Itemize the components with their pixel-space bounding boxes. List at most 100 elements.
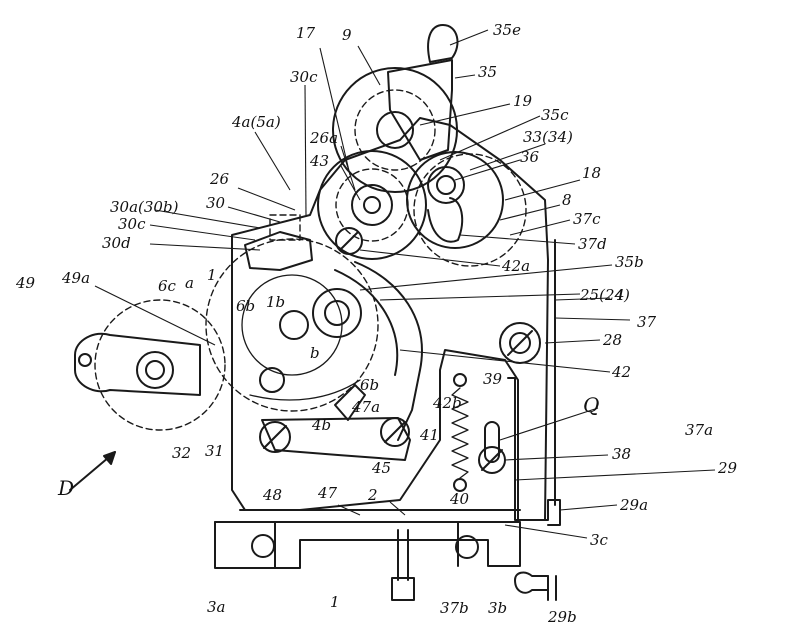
label-6c: 6c <box>158 277 177 295</box>
label-28: 28 <box>602 331 622 349</box>
label-26: 26 <box>209 170 230 188</box>
label-30d: 30d <box>102 234 131 252</box>
label-37d: 37d <box>578 235 607 253</box>
label-8: 8 <box>562 191 572 209</box>
label-40: 40 <box>449 490 470 508</box>
label-9: 9 <box>342 26 352 44</box>
screw-38-slot <box>481 449 503 471</box>
shaft-36 <box>427 166 465 204</box>
label-3b: 3b <box>488 599 507 617</box>
gear-17 <box>317 150 427 260</box>
label-36: 36 <box>520 148 540 166</box>
lever-35 <box>387 59 453 161</box>
pin-29b <box>514 571 549 594</box>
label-a: a <box>185 274 194 292</box>
screw-28-inner <box>509 332 531 354</box>
label-6b-mid: 6b <box>360 376 379 394</box>
label-32: 32 <box>172 444 191 462</box>
label-19: 19 <box>513 92 533 110</box>
spring-anchor-39 <box>453 373 467 387</box>
label-29: 29 <box>717 459 738 477</box>
screw-28-slot <box>507 330 533 356</box>
device-49 <box>94 299 226 431</box>
mechanism-linework <box>69 24 561 601</box>
gear-9 <box>332 67 458 193</box>
cam-25-inner <box>324 300 350 326</box>
device-49-ring-inner <box>145 360 165 380</box>
screw-42a <box>335 227 363 255</box>
label-2: 2 <box>367 486 378 504</box>
label-4b: 4b <box>311 416 331 434</box>
screw-48-slot <box>263 425 287 449</box>
knob-35e <box>427 24 459 63</box>
hub-1b <box>279 310 309 340</box>
label-49a: 49a <box>61 269 90 287</box>
label-41: 41 <box>419 426 439 444</box>
label-30: 30 <box>206 194 226 212</box>
gear-8 <box>413 153 527 267</box>
label-29b: 29b <box>547 608 577 626</box>
pawl-30-hidden <box>269 214 301 241</box>
label-29a: 29a <box>619 496 648 514</box>
label-3a: 3a <box>207 598 226 616</box>
spring-41 <box>451 387 469 479</box>
screw-42a-slot <box>339 231 359 251</box>
gear-19-hub <box>376 111 414 149</box>
label-38: 38 <box>612 445 631 463</box>
gear-19-pitch <box>354 89 436 171</box>
label-4: 4 <box>614 286 625 304</box>
pawl-plate-30 <box>244 231 313 271</box>
label-47: 47 <box>317 484 338 502</box>
arrow-D-head <box>103 451 116 465</box>
label-48: 48 <box>262 486 282 504</box>
label-3c: 3c <box>590 531 609 549</box>
cam-25 <box>312 288 362 338</box>
label-39: 39 <box>483 370 503 388</box>
label-17: 17 <box>296 24 316 42</box>
label-42: 42 <box>611 363 631 381</box>
label-33-34: 33(34) <box>523 128 573 146</box>
label-37b: 37b <box>440 599 469 617</box>
label-Q: Q <box>583 393 599 417</box>
label-D: D <box>57 476 74 500</box>
label-30a30b: 30a(30b) <box>110 198 179 216</box>
gear-17-hub <box>351 184 393 226</box>
cam-37d <box>427 197 464 243</box>
lever-42-inner <box>334 269 399 376</box>
label-30c-top: 30c <box>290 68 318 86</box>
leader-lines <box>94 29 716 539</box>
base-plate <box>214 521 521 569</box>
label-35e: 35e <box>493 21 521 39</box>
label-37: 37 <box>637 313 657 331</box>
screw-31 <box>259 367 285 393</box>
label-43: 43 <box>309 152 329 170</box>
label-49: 49 <box>15 274 36 292</box>
base-screw-left <box>251 534 275 558</box>
label-42b: 42b <box>432 394 462 412</box>
label-26a: 26a <box>309 129 338 147</box>
label-37a: 37a <box>685 421 713 439</box>
label-45: 45 <box>371 459 391 477</box>
wheel-1-inner <box>241 274 343 376</box>
label-b: b <box>310 344 320 362</box>
gear-18 <box>406 151 504 249</box>
arc-6b <box>249 379 361 401</box>
label-35b: 35b <box>615 253 644 271</box>
device-49-pin <box>78 353 92 367</box>
pawl-47a <box>334 384 366 421</box>
label-35c: 35c <box>541 106 569 124</box>
slot-37a <box>484 421 500 463</box>
gear-17-axle <box>363 196 381 214</box>
spring-anchor-40 <box>453 478 467 492</box>
label-35: 35 <box>478 63 497 81</box>
label-6b-top: 6b <box>236 297 255 315</box>
label-37c: 37c <box>573 210 601 228</box>
base-left-block-3a <box>214 521 276 569</box>
label-18: 18 <box>582 164 601 182</box>
screw-45 <box>380 417 410 447</box>
label-42a: 42a <box>501 257 530 275</box>
base-screw-right <box>455 535 479 559</box>
screw-45-slot <box>384 421 406 443</box>
bottom-bolt <box>391 529 415 601</box>
